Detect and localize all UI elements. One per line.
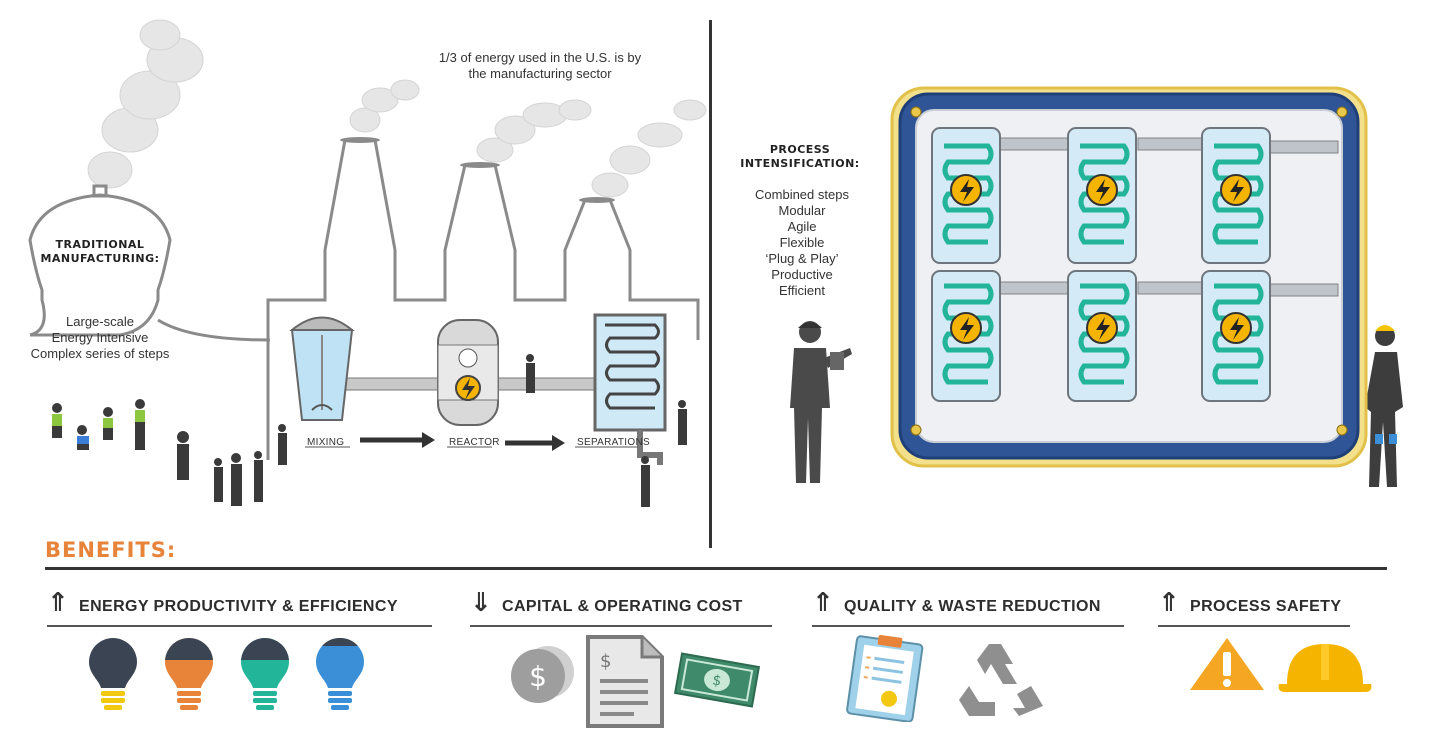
lightbulb-icon [241,637,289,710]
reactor-vessel [437,319,499,426]
traditional-title-line: TRADITIONAL [55,238,145,251]
pi-title: PROCESS INTENSIFICATION: [720,143,880,171]
up-arrow-icon: ⇑ [47,587,69,617]
traditional-features: Large-scale Energy Intensive Complex ser… [0,314,200,362]
banknote-icon: $ [673,652,761,708]
pi-title-line: INTENSIFICATION: [740,157,860,170]
traditional-feature: Energy Intensive [51,330,149,345]
pi-feature: Agile [787,219,817,234]
separation-column [593,313,667,465]
traditional-feature: Large-scale [66,314,134,329]
mixer-vessel [289,316,355,421]
svg-text:$: $ [529,660,547,693]
pi-features: Combined steps Modular Agile Flexible ‘P… [722,187,882,299]
down-arrow-icon: ⇓ [470,587,492,617]
benefit-label: QUALITY & WASTE REDUCTION [844,598,1101,615]
benefit-label: PROCESS SAFETY [1190,598,1342,615]
benefit-underline [1158,625,1350,627]
step-label-reactor: REACTOR [449,437,500,448]
warning-icon [1190,638,1264,690]
pi-feature: Flexible [779,235,825,250]
pi-feature: Combined steps [755,187,849,202]
pi-feature: Productive [771,267,833,282]
lightbulb-icon [89,638,137,710]
pi-title-line: PROCESS [769,143,831,156]
coin-icon: $ [511,646,574,703]
up-arrow-icon: ⇑ [1158,587,1180,617]
svg-text:$: $ [711,672,723,689]
svg-text:$: $ [600,651,611,672]
document-icon: $ [586,635,664,728]
traditional-plant-illustration [28,19,707,507]
pi-feature: Modular [778,203,826,218]
pi-feature: ‘Plug & Play’ [765,251,839,266]
benefits-rule [45,567,1387,570]
traditional-title-line: MANUFACTURING: [40,252,160,265]
benefit-label: ENERGY PRODUCTIVITY & EFFICIENCY [79,598,398,615]
hard-hat-icon [1278,644,1372,692]
traditional-title: TRADITIONAL MANUFACTURING: [40,238,160,266]
recycle-icon [959,644,1043,716]
energy-usage-note: 1/3 of energy used in the U.S. is by the… [395,50,685,82]
energy-usage-note-line: the manufacturing sector [468,66,612,81]
section-divider [709,20,712,548]
step-label-mixing: MIXING [307,437,345,448]
modular-skid-illustration [890,86,1368,468]
traditional-feature: Complex series of steps [30,346,170,361]
clipboard-icon [846,634,924,722]
lightbulb-icon [316,637,364,710]
worker-silhouette [1365,325,1403,487]
benefit-underline [47,625,432,627]
up-arrow-icon: ⇑ [812,587,834,617]
pi-feature: Efficient [778,283,825,298]
benefit-underline [470,625,772,627]
step-label-separations: SEPARATIONS [577,437,650,448]
energy-usage-note-line: 1/3 of energy used in the U.S. is by [438,50,642,65]
engineer-silhouette [790,321,852,483]
benefit-underline [812,625,1124,627]
benefits-heading: BENEFITS: [45,538,177,562]
benefit-label: CAPITAL & OPERATING COST [502,598,743,615]
lightbulb-icon [165,637,213,710]
